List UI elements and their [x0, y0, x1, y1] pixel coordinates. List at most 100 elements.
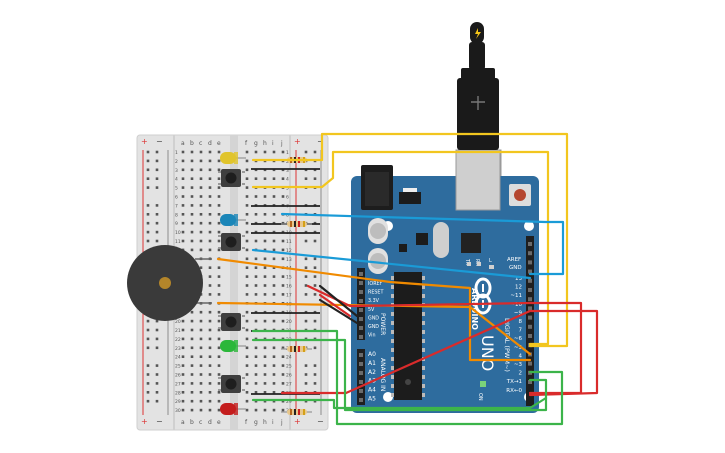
breadboard[interactable]: 1122334455667788991010111112121313141415…	[136, 134, 329, 431]
digital-pin-label: ~6	[514, 336, 523, 342]
column-label: i	[272, 419, 274, 426]
row-number-right: 15	[286, 275, 292, 281]
blue-wire-2[interactable]	[251, 248, 532, 280]
yellow-wire-2[interactable]	[251, 132, 569, 348]
column-label: a	[181, 419, 185, 426]
column-label: e	[217, 140, 221, 147]
black-gnd-wire-2[interactable]	[318, 298, 359, 325]
row-number-right: 13	[286, 257, 292, 263]
orange-wire[interactable]	[216, 257, 532, 362]
row-number-right: 16	[286, 284, 292, 290]
row-number-left: 1	[175, 150, 178, 156]
arduino-brand: ARDUINO	[470, 288, 479, 330]
column-label: f	[245, 419, 248, 426]
black-gnd-wire[interactable]	[318, 284, 359, 318]
row-number-left: 11	[175, 239, 181, 245]
row-number-left: 24	[175, 355, 181, 361]
power-pin-label: 3.3V	[368, 298, 380, 304]
row-number-left: 6	[175, 195, 178, 201]
blue-led[interactable]	[220, 214, 246, 226]
analog-pin-label: A2	[368, 369, 376, 376]
row-number-right: 27	[286, 381, 292, 387]
resistor[interactable]	[281, 409, 312, 415]
red-wire-3[interactable]	[318, 293, 352, 318]
power-pin-label: GND	[368, 324, 379, 330]
column-label: j	[280, 140, 283, 147]
rail-plus-label: +	[141, 137, 148, 146]
blue-wire[interactable]	[280, 212, 565, 276]
row-number-right: 26	[286, 373, 292, 379]
row-number-right: 17	[286, 292, 292, 298]
push-button[interactable]	[218, 169, 245, 187]
row-number-right: 24	[286, 355, 292, 361]
row-number-right: 3	[286, 168, 289, 174]
row-number-right: 5	[286, 186, 289, 192]
digital-pin-label: 7	[519, 328, 523, 334]
row-number-left: 23	[175, 346, 181, 352]
row-number-left: 5	[175, 186, 178, 192]
column-label: h	[263, 419, 267, 426]
red-wire-2[interactable]	[280, 309, 599, 397]
green-wire[interactable]	[251, 329, 564, 426]
aref-label: AREF	[507, 257, 521, 263]
column-label: e	[217, 419, 221, 426]
yellow-wire[interactable]	[251, 150, 550, 346]
column-label: a	[181, 140, 185, 147]
row-number-left: 28	[175, 390, 181, 396]
column-label: b	[190, 419, 194, 426]
row-number-left: 29	[175, 399, 181, 405]
row-number-right: 11	[286, 239, 292, 245]
digital-pin-label: ~11	[510, 293, 522, 299]
digital-pin-label: 2	[519, 371, 523, 377]
column-label: d	[208, 140, 212, 147]
rail-minus-label: −	[156, 137, 163, 146]
row-number-right: 8	[286, 212, 289, 218]
digital-pin-label: 12	[515, 285, 522, 291]
row-number-right: 2	[286, 159, 289, 165]
digital-pin-label: 13	[515, 276, 522, 282]
column-label: g	[254, 419, 258, 426]
resistor[interactable]	[281, 346, 312, 352]
digital-pin-label: TX→1	[506, 379, 522, 385]
power-header-label: POWER	[379, 313, 386, 335]
green-led[interactable]	[220, 340, 246, 352]
row-number-right: 4	[286, 177, 289, 183]
rail-minus-label: −	[317, 137, 324, 146]
row-number-left: 21	[175, 328, 181, 334]
l-led-label: L	[489, 258, 492, 264]
rail-plus-label: +	[294, 137, 301, 146]
green-wire-3[interactable]	[251, 396, 548, 410]
row-number-left: 7	[175, 203, 178, 209]
row-number-left: 27	[175, 381, 181, 387]
on-led-label: ON	[477, 393, 483, 401]
red-led[interactable]	[220, 403, 246, 415]
resistor[interactable]	[281, 221, 312, 227]
digital-pin-label: RX←0	[506, 388, 522, 394]
arduino-uno-board[interactable]: ARDUINO UNO AREF GND 1312~11~10~987~6~54…	[351, 149, 539, 413]
row-number-left: 9	[175, 221, 178, 227]
digital-pin-label: 8	[519, 319, 523, 325]
rail-plus-label: +	[141, 417, 148, 426]
row-number-right: 20	[286, 319, 292, 325]
yellow-led[interactable]	[220, 152, 246, 164]
column-label: h	[263, 140, 267, 147]
column-label: j	[280, 419, 283, 426]
digital-pin-label: ~5	[514, 345, 523, 351]
push-button[interactable]	[218, 313, 245, 331]
row-number-left: 20	[175, 319, 181, 325]
analog-pin-label: A4	[368, 387, 376, 394]
push-button[interactable]	[218, 375, 245, 393]
orange-wire-2[interactable]	[216, 301, 532, 356]
analog-pin-label: A0	[368, 351, 376, 358]
column-label: g	[254, 140, 258, 147]
row-number-left: 26	[175, 373, 181, 379]
digital-pin-label: ~3	[514, 362, 523, 368]
usb-cable[interactable]	[457, 22, 499, 150]
push-button[interactable]	[218, 233, 245, 251]
column-label: c	[199, 140, 202, 147]
green-wire-2[interactable]	[251, 338, 548, 412]
piezo-buzzer[interactable]	[127, 245, 212, 321]
column-label: d	[208, 419, 212, 426]
column-label: i	[272, 140, 274, 147]
